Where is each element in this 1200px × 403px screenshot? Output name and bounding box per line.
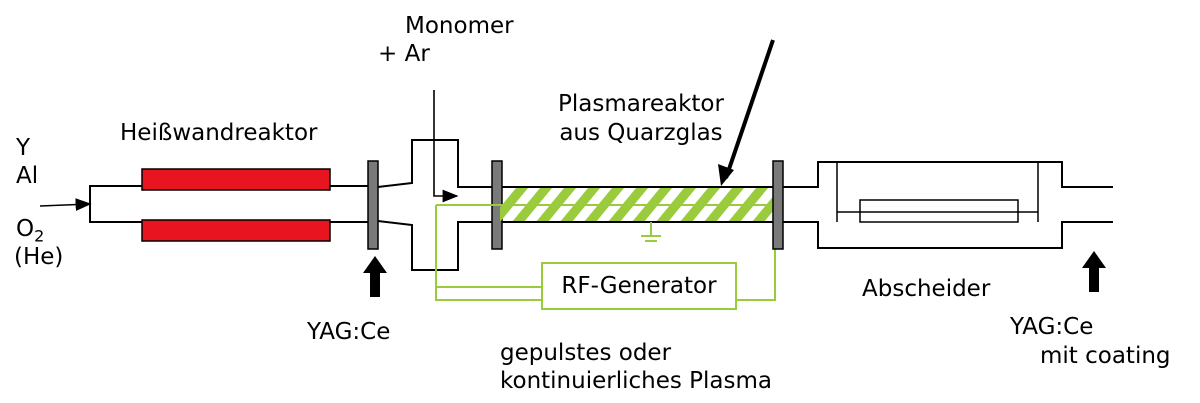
ground-icon [641, 222, 661, 242]
label-element-y: Y [16, 135, 31, 161]
label-plasma-reactor-line1: Plasmareaktor [558, 91, 724, 117]
reactor-pointer-arrowhead [718, 164, 734, 186]
label-yag-ce-outlet-line1: YAG:Ce [1010, 314, 1094, 340]
label-plasma-mode-line1: gepulstes oder [500, 340, 672, 366]
reactor-pointer-arrow [724, 39, 775, 179]
rf-generator-box: RF-Generator [541, 262, 737, 310]
label-separator: Abscheider [862, 276, 991, 302]
label-yag-ce-outlet-line2: mit coating [1040, 343, 1171, 369]
label-element-o2: O2 [16, 215, 44, 251]
heater-block-top [141, 168, 331, 191]
label-monomer-line2: + Ar [378, 41, 430, 67]
collection-arrow-outlet-icon [1082, 251, 1106, 292]
label-element-he: (He) [14, 244, 64, 270]
label-element-o: O [16, 216, 35, 242]
heater-block-bottom [141, 219, 331, 242]
label-plasma-reactor-line2: aus Quarzglas [559, 120, 723, 146]
gas-inlet-arrow [39, 198, 92, 211]
collection-arrow-inlet-icon [363, 256, 387, 297]
rf-circuit-left-drop [435, 205, 541, 301]
coil-winding [752, 194, 775, 221]
flange-inlet [367, 160, 379, 250]
label-yag-ce-inlet: YAG:Ce [307, 319, 391, 345]
label-monomer-line1: Monomer [405, 13, 514, 39]
label-element-al: Al [16, 163, 39, 189]
label-plasma-mode-line2: kontinuierliches Plasma [500, 368, 772, 394]
separator-substrate [859, 199, 1019, 223]
label-element-o-subscript: 2 [34, 226, 45, 246]
hotwall-tube [89, 185, 371, 223]
separator-housing [783, 161, 1113, 249]
label-hotwall-reactor: Heißwandreaktor [120, 120, 318, 146]
monomer-injection-line [433, 90, 459, 203]
rf-generator-label: RF-Generator [561, 273, 717, 299]
flange-plasma-right [772, 160, 784, 250]
